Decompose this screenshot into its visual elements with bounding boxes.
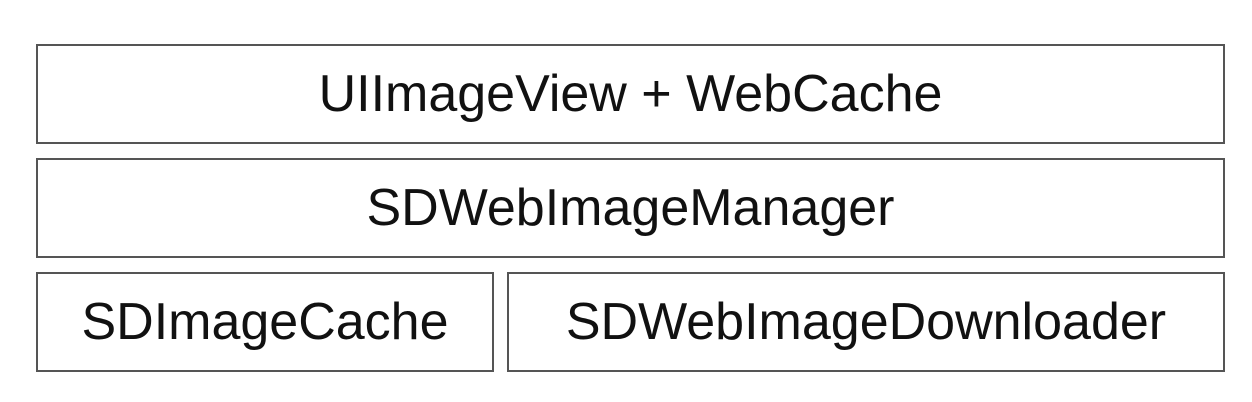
sdimagecache-layer: SDImageCache bbox=[36, 272, 494, 372]
layer-label-sdimagecache: SDImageCache bbox=[81, 293, 449, 351]
sdwebimagemanager-layer: SDWebImageManager bbox=[36, 158, 1225, 258]
layer-label-sdwebimagedownloader: SDWebImageDownloader bbox=[565, 293, 1167, 351]
layer-label-sdwebimagemanager: SDWebImageManager bbox=[366, 179, 895, 237]
layer-label-uiimageview-webcache: UIImageView + WebCache bbox=[318, 65, 943, 123]
sdwebimagedownloader-layer: SDWebImageDownloader bbox=[507, 272, 1225, 372]
uiimageview-webcache-layer: UIImageView + WebCache bbox=[36, 44, 1225, 144]
